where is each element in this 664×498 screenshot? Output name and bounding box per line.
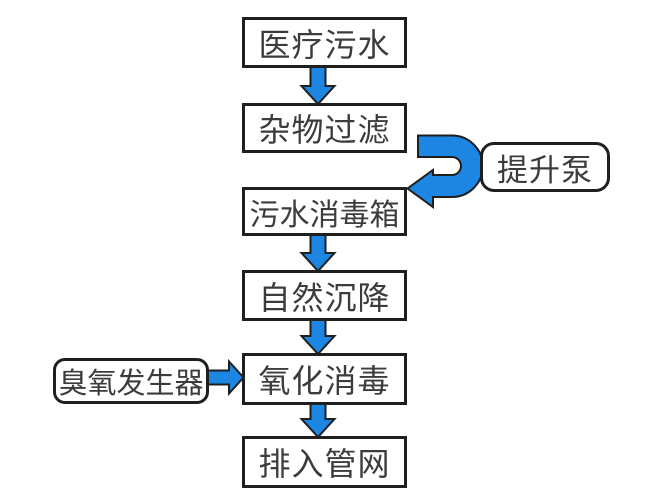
- arrow-oxidation-to-discharge: [299, 403, 337, 439]
- arrow-ozone-to-oxidation: [207, 358, 245, 397]
- node-lift-pump: 提升泵: [480, 142, 610, 192]
- node-oxidation-disinfection: 氧化消毒: [242, 353, 407, 405]
- node-sewage-disinfection-tank: 污水消毒箱: [242, 187, 407, 236]
- node-ozone-generator: 臭氧发生器: [53, 358, 209, 404]
- node-discharge-pipe-network: 排入管网: [242, 436, 407, 488]
- node-medical-sewage: 医疗污水: [242, 17, 407, 68]
- arrow-settling-to-oxidation: [299, 319, 337, 356]
- node-natural-sedimentation: 自然沉降: [242, 270, 407, 321]
- arrow-tank-to-settling: [299, 234, 337, 273]
- arrow-filter-to-tank-uturn: [405, 134, 484, 209]
- arrow-medical-to-filter: [299, 66, 337, 106]
- node-debris-filter: 杂物过滤: [242, 103, 407, 153]
